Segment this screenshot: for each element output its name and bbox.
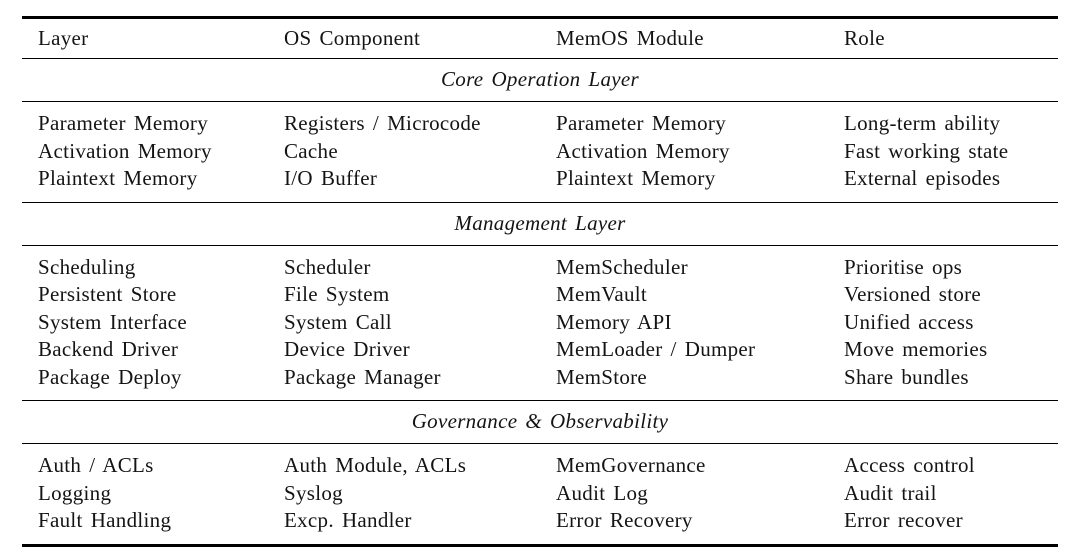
table-row: Parameter Memory Registers / Microcode Par…	[22, 102, 1058, 138]
table-row: Auth / ACLs Auth Module, ACLs MemGovernanc…	[22, 444, 1058, 480]
column-header: OS Component	[268, 17, 540, 59]
table-cell: System Call	[284, 309, 392, 334]
table-cell: Logging	[38, 480, 112, 505]
table-cell: Plaintext Memory	[556, 166, 716, 190]
table-cell: Parameter Memory	[38, 111, 208, 135]
table-cell: Activation Memory	[38, 138, 212, 163]
table-row: Backend Driver Device Driver MemLoader / D…	[22, 336, 1058, 364]
table-cell: Device Driver	[284, 337, 410, 361]
table-cell: Backend Driver	[38, 337, 179, 361]
table-cell: Excp. Handler	[284, 508, 412, 532]
table-cell: Activation Memory	[556, 138, 730, 163]
column-header: Role	[828, 17, 1058, 59]
table-row: Persistent Store File System MemVault Versi…	[22, 281, 1058, 309]
section-header-row: Management Layer	[22, 201, 1058, 246]
table-cell: MemScheduler	[556, 254, 688, 279]
column-header: MemOS Module	[540, 17, 828, 59]
table-cell: Share bundles	[844, 364, 969, 389]
table-cell: External episodes	[844, 166, 1001, 190]
table-cell: System Interface	[38, 309, 187, 334]
section-title: Governance & Observability	[22, 400, 1058, 444]
column-header: Layer	[22, 17, 268, 59]
table-cell: MemStore	[556, 364, 648, 389]
table-cell: MemVault	[556, 282, 648, 306]
table-cell: MemLoader / Dumper	[556, 337, 756, 361]
table-cell: Fast working state	[844, 138, 1009, 163]
table-cell: Package Deploy	[38, 364, 182, 389]
section-header-row: Governance & Observability	[22, 400, 1058, 444]
table-row: Activation Memory Cache Activation Memory F…	[22, 138, 1058, 166]
table-cell: Syslog	[284, 480, 343, 505]
table-cell: Persistent Store	[38, 282, 177, 306]
table-cell: Long-term ability	[844, 111, 1001, 135]
table-row: Plaintext Memory I/O Buffer Plaintext Memo…	[22, 165, 1058, 202]
table-cell: Access control	[844, 453, 975, 477]
table-cell: Plaintext Memory	[38, 166, 198, 190]
section-title: Core Operation Layer	[22, 58, 1058, 102]
table-cell: Move memories	[844, 337, 988, 361]
table-row: Fault Handling Excp. Handler Error Recover…	[22, 507, 1058, 545]
table-cell: Audit trail	[844, 480, 937, 505]
table-cell: Auth / ACLs	[38, 453, 154, 477]
table-cell: File System	[284, 282, 390, 306]
table-cell: Memory API	[556, 309, 672, 334]
table-row: Logging Syslog Audit Log Audit trail	[22, 480, 1058, 508]
table-cell: Unified access	[844, 309, 974, 334]
table-cell: Versioned store	[844, 282, 982, 306]
table-row: System Interface System Call Memory API Uni…	[22, 309, 1058, 337]
table-row: Scheduling Scheduler MemScheduler Prioritis…	[22, 245, 1058, 281]
table-cell: Package Manager	[284, 364, 441, 389]
section-header-row: Core Operation Layer	[22, 58, 1058, 102]
table-cell: Prioritise ops	[844, 254, 963, 279]
table-cell: Audit Log	[556, 480, 649, 505]
table-row: Package Deploy Package Manager MemStore Sha…	[22, 364, 1058, 401]
table-cell: Parameter Memory	[556, 111, 726, 135]
table-cell: Fault Handling	[38, 508, 172, 532]
table-cell: Auth Module, ACLs	[284, 453, 467, 477]
section-title: Management Layer	[22, 201, 1058, 246]
table-cell: Error Recovery	[556, 508, 693, 532]
table-cell: Scheduler	[284, 254, 371, 279]
table-cell: MemGovernance	[556, 453, 706, 477]
table-cell: Cache	[284, 138, 338, 163]
table-cell: Error recover	[844, 508, 963, 532]
table-cell: Scheduling	[38, 254, 136, 279]
table-cell: I/O Buffer	[284, 166, 378, 190]
table-cell: Registers / Microcode	[284, 111, 481, 135]
